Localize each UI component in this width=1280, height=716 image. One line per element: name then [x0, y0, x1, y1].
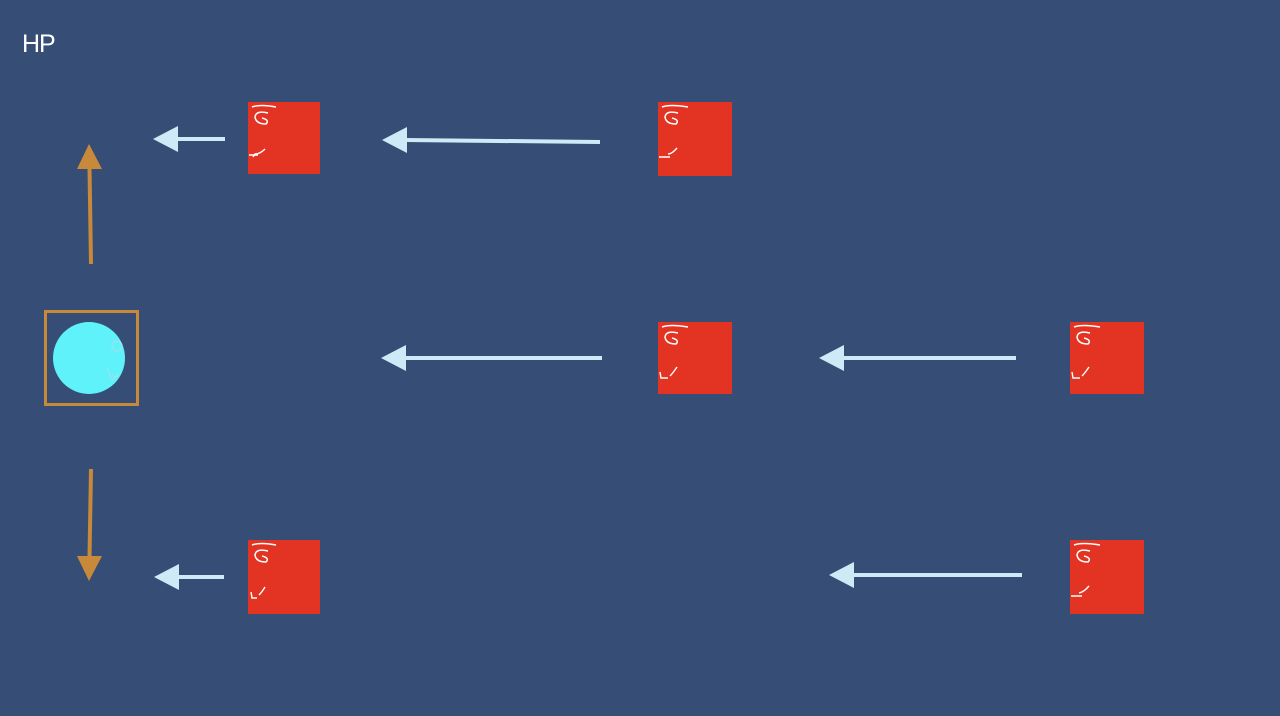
enemy-face-icon — [249, 104, 277, 158]
enemy-block — [1070, 322, 1144, 394]
enemy-block — [658, 102, 732, 176]
enemy-arrow-middle-far — [819, 345, 1016, 371]
enemy-arrow-bottom-far — [829, 562, 1022, 588]
enemy-block — [248, 102, 320, 174]
enemy-face-icon — [1071, 324, 1101, 379]
enemy-arrow-middle-near — [381, 345, 602, 371]
enemy-face-icon — [659, 324, 689, 379]
enemy-face-icon — [659, 104, 689, 158]
enemy-arrow-top-far — [382, 127, 601, 153]
enemy-face-icon — [1071, 542, 1101, 597]
enemy-arrow-top-near — [153, 126, 225, 152]
player-orb-icon — [53, 322, 125, 394]
enemy-face-icon — [250, 542, 277, 599]
enemy-block — [248, 540, 320, 614]
enemy-block — [1070, 540, 1144, 614]
hp-label: HP — [22, 30, 56, 58]
enemy-block — [658, 322, 732, 394]
enemy-arrow-bottom-near — [154, 564, 224, 590]
move-down-arrow[interactable] — [77, 468, 102, 581]
player-selection-frame[interactable] — [44, 310, 139, 406]
move-up-arrow[interactable] — [77, 144, 102, 265]
